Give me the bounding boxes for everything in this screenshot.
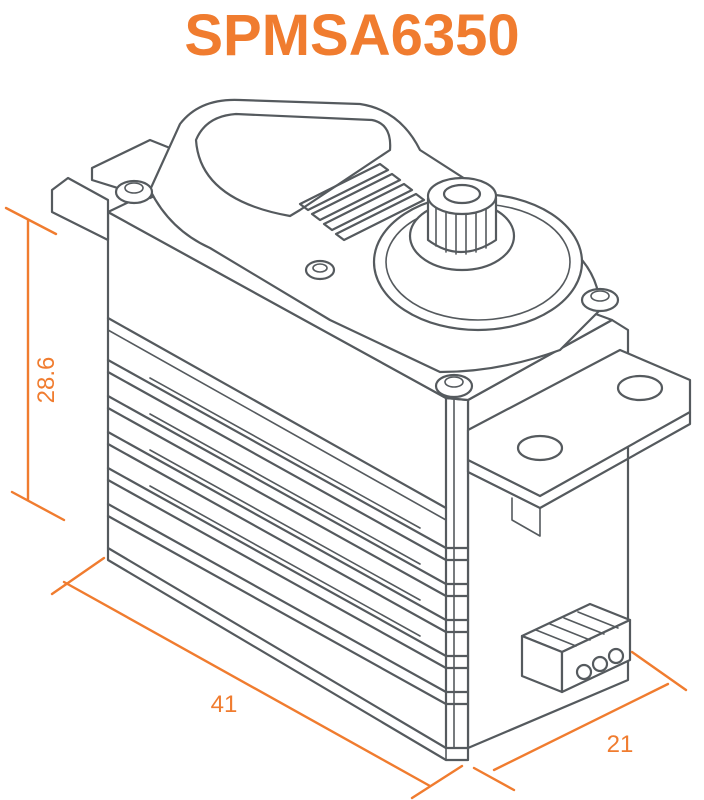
servo-illustration: [50, 98, 692, 762]
housing-label-area: [194, 112, 392, 218]
height-dimension-label: 28.6: [33, 357, 60, 404]
servo-connector: [520, 602, 632, 694]
right-tab-slot-front: [516, 434, 564, 462]
case-screws: [114, 179, 620, 399]
right-tab-slot-back: [616, 374, 664, 402]
width-dimension-label: 21: [607, 731, 634, 758]
product-title: SPMSA6350: [184, 3, 520, 68]
length-dimension-line: [50, 556, 464, 800]
length-dimension-label: 41: [211, 691, 238, 718]
output-spline: [426, 176, 498, 255]
cooling-fins: [106, 358, 470, 706]
housing-vents: [298, 162, 426, 242]
dimension-lines: [4, 206, 688, 800]
width-dimension-line: [472, 650, 688, 792]
left-mounting-tab: [50, 176, 110, 242]
height-dimension-line: [4, 206, 66, 522]
